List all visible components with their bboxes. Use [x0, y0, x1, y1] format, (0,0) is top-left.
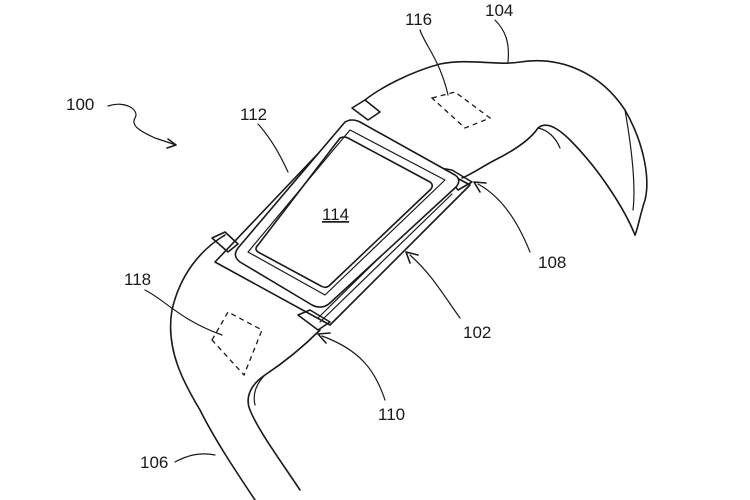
- leader-112: [257, 123, 289, 173]
- leader-102: [409, 254, 461, 319]
- leader-lines: [107, 19, 531, 463]
- label-108: 108: [538, 253, 566, 272]
- sensor-116: [430, 91, 492, 129]
- label-106: 106: [140, 453, 168, 472]
- upper-strap: [364, 60, 648, 236]
- leader-106: [174, 453, 216, 463]
- lower-strap: [169, 234, 321, 500]
- label-116: 116: [405, 10, 432, 29]
- label-114: 114: [322, 205, 349, 224]
- label-100: 100: [66, 95, 94, 114]
- label-104: 104: [485, 1, 513, 20]
- sensor-118: [211, 311, 263, 377]
- lower-left-lug: [211, 231, 239, 253]
- leader-116: [419, 29, 449, 96]
- leader-110: [321, 335, 386, 401]
- upper-left-lug: [351, 99, 381, 121]
- label-118: 118: [124, 270, 151, 289]
- connector-110: [297, 309, 331, 331]
- label-112: 112: [240, 105, 267, 124]
- leader-108: [477, 183, 531, 253]
- leader-104: [494, 19, 510, 63]
- leader-118: [144, 289, 223, 336]
- arrow-100: [166, 138, 177, 149]
- leader-100: [107, 103, 156, 139]
- label-110: 110: [378, 405, 405, 424]
- label-102: 102: [463, 323, 491, 342]
- display-114: [255, 136, 434, 289]
